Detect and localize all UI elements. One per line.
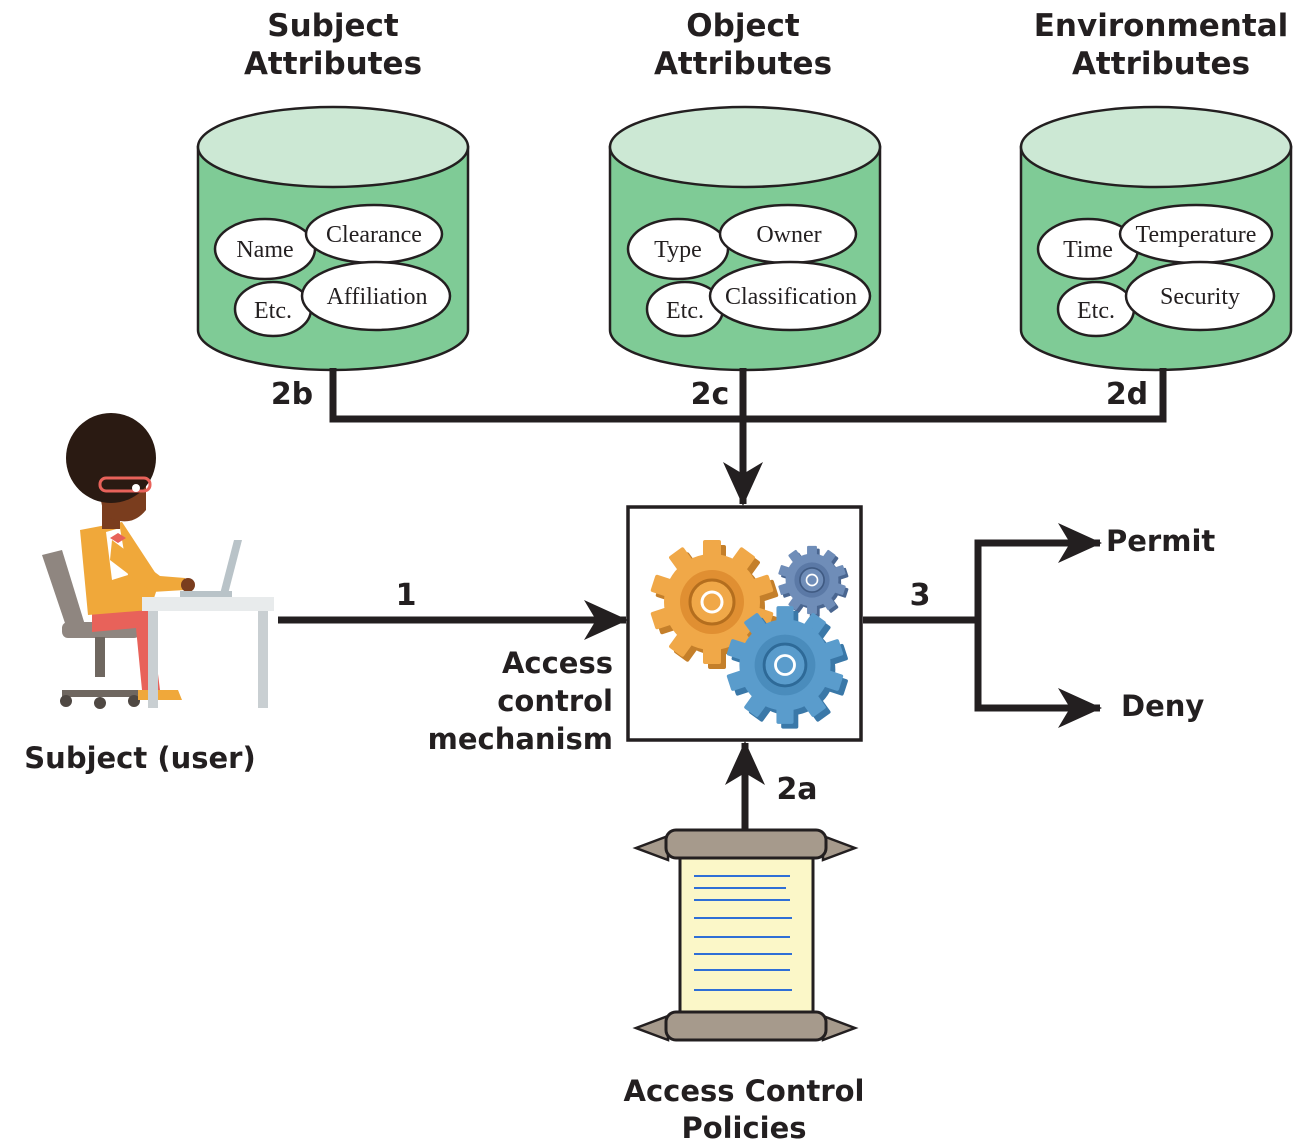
step-1-label: 1	[396, 578, 417, 613]
permit-arrow	[974, 523, 1102, 620]
gear-navy-icon	[778, 545, 849, 617]
attr-classification: Classification	[725, 284, 857, 310]
subject-attributes-title-line1: Subject	[267, 8, 399, 44]
deny-label: Deny	[1121, 689, 1204, 723]
environmental-attributes-title-line2: Attributes	[1072, 46, 1250, 82]
subject-attributes-title-line2: Attributes	[244, 46, 422, 82]
step-3-label: 3	[910, 578, 931, 613]
attr-affiliation: Affiliation	[327, 284, 428, 310]
mechanism-label-line3: mechanism	[428, 722, 613, 756]
attr-security: Security	[1160, 284, 1240, 310]
gear-blue-icon	[726, 606, 849, 729]
attr-type: Type	[654, 237, 702, 263]
attr-etc: Etc.	[254, 298, 292, 324]
policy-scroll-icon	[632, 828, 859, 1042]
user-at-laptop-illustration	[42, 413, 274, 709]
attr-object-etc: Etc.	[666, 298, 704, 324]
scroll-text-lines	[694, 875, 792, 991]
step-2d-label: 2d	[1106, 377, 1148, 412]
environment-db-top	[1019, 105, 1293, 189]
scroll-rod-bottom	[664, 1010, 828, 1042]
gear-orange-icon	[650, 540, 779, 669]
mechanism-label-line1: Access	[502, 646, 613, 680]
attr-temperature: Temperature	[1136, 222, 1257, 248]
attr-clearance: Clearance	[326, 222, 422, 248]
attr-name: Name	[236, 237, 293, 263]
object-db-top	[608, 105, 882, 189]
object-attributes-title-line2: Attributes	[654, 46, 832, 82]
step-2a-label: 2a	[776, 772, 817, 807]
step-2b-label: 2b	[271, 377, 313, 412]
step-2c-label: 2c	[691, 377, 730, 412]
attribute-bus-line	[329, 368, 1167, 423]
mechanism-label-line2: control	[497, 684, 613, 718]
subject-user: Subject (user) 1	[24, 413, 628, 775]
attribute-connector: 2b 2c 2d	[271, 368, 1167, 506]
policies-label-line1: Access Control	[624, 1074, 865, 1108]
subject-attributes-db: Subject Attributes Name Etc. Clearance A…	[196, 8, 470, 372]
attr-time: Time	[1063, 237, 1113, 263]
attr-bubble-affiliation	[300, 260, 452, 332]
deny-arrow	[974, 620, 1102, 728]
attr-owner: Owner	[756, 222, 821, 248]
object-attributes-db: Object Attributes Type Etc. Owner Classi…	[608, 8, 882, 372]
attr-environment-etc: Etc.	[1077, 298, 1115, 324]
subject-db-top	[196, 105, 470, 189]
subject-user-label: Subject (user)	[24, 741, 255, 775]
policies-label-line2: Policies	[681, 1111, 806, 1145]
scroll-rod-top	[664, 828, 828, 860]
attr-bubble-security	[1124, 260, 1276, 332]
decision-outputs: 3 Permit Deny	[863, 523, 1215, 728]
access-control-mechanism: Access control mechanism	[428, 505, 863, 756]
access-control-policies: 2a Access Control Policies	[624, 741, 865, 1145]
environmental-attributes-title-line1: Environmental	[1034, 8, 1289, 44]
environmental-attributes-db: Environmental Attributes Time Etc. Tempe…	[1019, 8, 1293, 372]
permit-label: Permit	[1106, 524, 1215, 558]
attr-bubble-classification	[708, 260, 872, 332]
object-attributes-title-line1: Object	[686, 8, 800, 44]
scroll-paper	[678, 830, 815, 1036]
